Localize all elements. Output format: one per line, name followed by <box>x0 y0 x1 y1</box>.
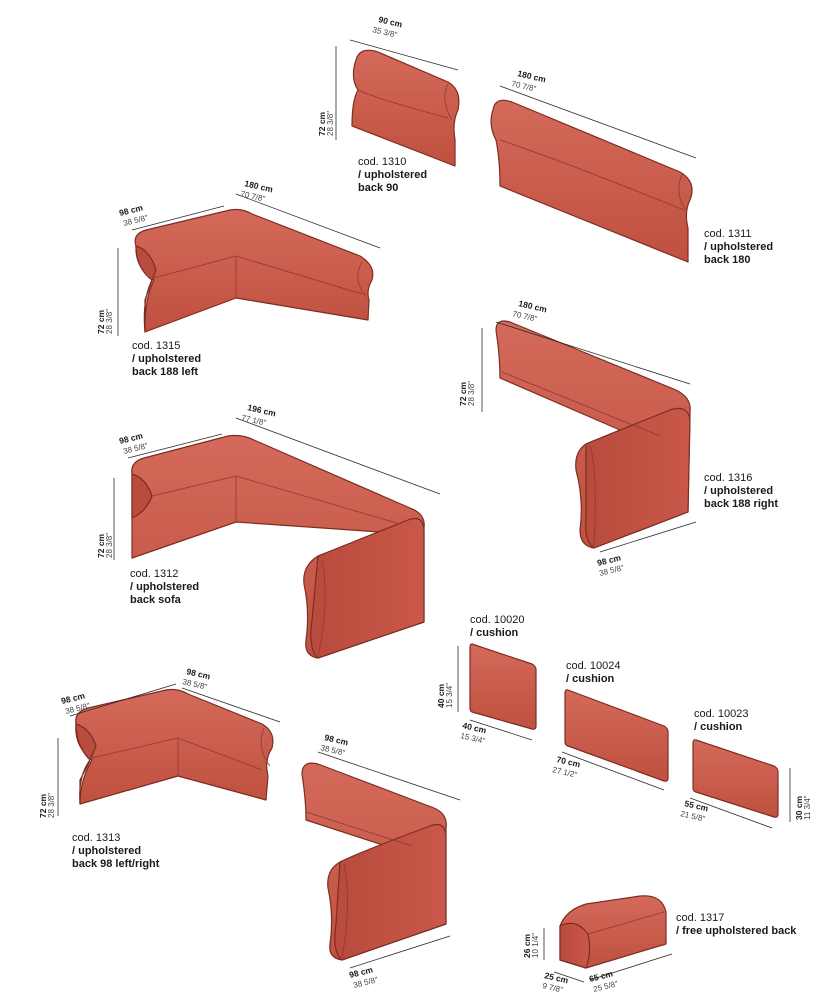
dim-10020-height-cm: 40 cm <box>436 683 446 708</box>
caption-1311-line1: / upholstered <box>704 241 774 253</box>
caption-10023-line1: / cushion <box>694 721 743 733</box>
caption-10024-line1: / cushion <box>566 673 615 685</box>
dim-1317-height-cm: 26 cm <box>522 933 532 958</box>
caption-1315-line2: back 188 left <box>132 366 199 378</box>
caption-1313: cod. 1313 / upholstered back 98 left/rig… <box>72 832 159 871</box>
caption-1313-code: cod. 1313 <box>72 832 121 844</box>
dim-10020-height-in: 15 3/4" <box>445 683 454 708</box>
caption-1310-line1: / upholstered <box>358 169 428 181</box>
caption-10020-code: cod. 10020 <box>470 614 525 626</box>
piece-1311-shape <box>490 99 693 263</box>
piece-1310: 90 cm 35 3/8" 72 cm 28 3/8" <box>317 14 460 167</box>
piece-1317: 26 cm 10 1/4" 25 cm 9 7/8" 65 cm 25 5/8" <box>522 895 673 995</box>
dim-1310-height-cm: 72 cm <box>317 111 327 136</box>
caption-1317: cod. 1317 / free upholstered back <box>676 912 796 938</box>
caption-1310: cod. 1310 / upholstered back 90 <box>358 156 427 195</box>
caption-1317-line1: / free upholstered back <box>676 925 797 937</box>
caption-1315-line1: / upholstered <box>132 353 202 365</box>
caption-1316-line1: / upholstered <box>704 485 774 497</box>
caption-10020: cod. 10020 / cushion <box>470 614 524 640</box>
piece-10020: 40 cm 15 3/4" 40 cm 15 3/4" <box>436 643 537 746</box>
caption-1313-line2: back 98 left/right <box>72 858 160 870</box>
piece-1313: 98 cm 38 5/8" 98 cm 38 5/8" 72 cm 28 3/8… <box>38 666 281 818</box>
caption-1316-line2: back 188 right <box>704 498 778 510</box>
caption-1311-code: cod. 1311 <box>704 228 752 240</box>
dim-1315-height-cm: 72 cm <box>96 309 106 334</box>
dim-10023-height-in: 11 3/4" <box>803 795 812 820</box>
piece-10024: 70 cm 27 1/2" <box>552 689 669 791</box>
caption-1315: cod. 1315 / upholstered back 188 left <box>132 340 201 379</box>
dim-1313-height-cm: 72 cm <box>38 793 48 818</box>
caption-1316: cod. 1316 / upholstered back 188 right <box>704 472 778 511</box>
dim-1316-height-in: 28 3/8" <box>467 381 476 406</box>
caption-1312-line1: / upholstered <box>130 581 200 593</box>
caption-1310-code: cod. 1310 <box>358 156 407 168</box>
piece-10023-shape <box>692 739 779 818</box>
dim-1313-height-in: 28 3/8" <box>47 793 56 818</box>
caption-10024: cod. 10024 / cushion <box>566 660 620 686</box>
caption-10020-line1: / cushion <box>470 627 519 639</box>
caption-1311-line2: back 180 <box>704 254 751 266</box>
dim-1316-height-cm: 72 cm <box>458 381 468 406</box>
caption-1310-line2: back 90 <box>358 182 399 194</box>
piece-1311: 180 cm 70 7/8" <box>490 68 697 263</box>
caption-1317-code: cod. 1317 <box>676 912 725 924</box>
dim-1310-height-in: 28 3/8" <box>326 111 335 136</box>
dim-1315-height-in: 28 3/8" <box>105 309 114 334</box>
piece-1313-mirror: 98 cm 38 5/8" 98 cm 38 5/8" <box>301 732 461 990</box>
piece-1312: 196 cm 77 1/8" 98 cm 38 5/8" 72 cm 28 3/… <box>96 402 441 659</box>
caption-1315-code: cod. 1315 <box>132 340 181 352</box>
dim-1317-height-in: 10 1/4" <box>531 933 540 958</box>
dim-10023-height-cm: 30 cm <box>794 795 804 820</box>
dim-1312-height-cm: 72 cm <box>96 533 106 558</box>
caption-1312-code: cod. 1312 <box>130 568 179 580</box>
caption-1313-line1: / upholstered <box>72 845 142 857</box>
caption-10023-code: cod. 10023 <box>694 708 749 720</box>
piece-10023: 55 cm 21 5/8" 30 cm 11 3/4" <box>680 739 812 829</box>
caption-1316-code: cod. 1316 <box>704 472 753 484</box>
caption-1312-line2: back sofa <box>130 594 181 606</box>
piece-1316: 180 cm 70 7/8" 72 cm 28 3/8" 98 cm 38 5/… <box>458 298 697 578</box>
caption-1311: cod. 1311 / upholstered back 180 <box>704 228 773 267</box>
piece-1315-shape <box>134 208 374 333</box>
piece-1310-shape <box>351 49 460 167</box>
piece-10020-shape <box>469 643 537 730</box>
caption-10024-code: cod. 10024 <box>566 660 621 672</box>
piece-1313-shape <box>75 688 274 805</box>
piece-10024-shape <box>564 689 669 782</box>
caption-10023: cod. 10023 / cushion <box>694 708 748 734</box>
caption-1312: cod. 1312 / upholstered back sofa <box>130 568 199 607</box>
piece-1315: 180 cm 70 7/8" 98 cm 38 5/8" 72 cm 28 3/… <box>96 178 381 336</box>
dim-1312-height-in: 28 3/8" <box>105 533 114 558</box>
